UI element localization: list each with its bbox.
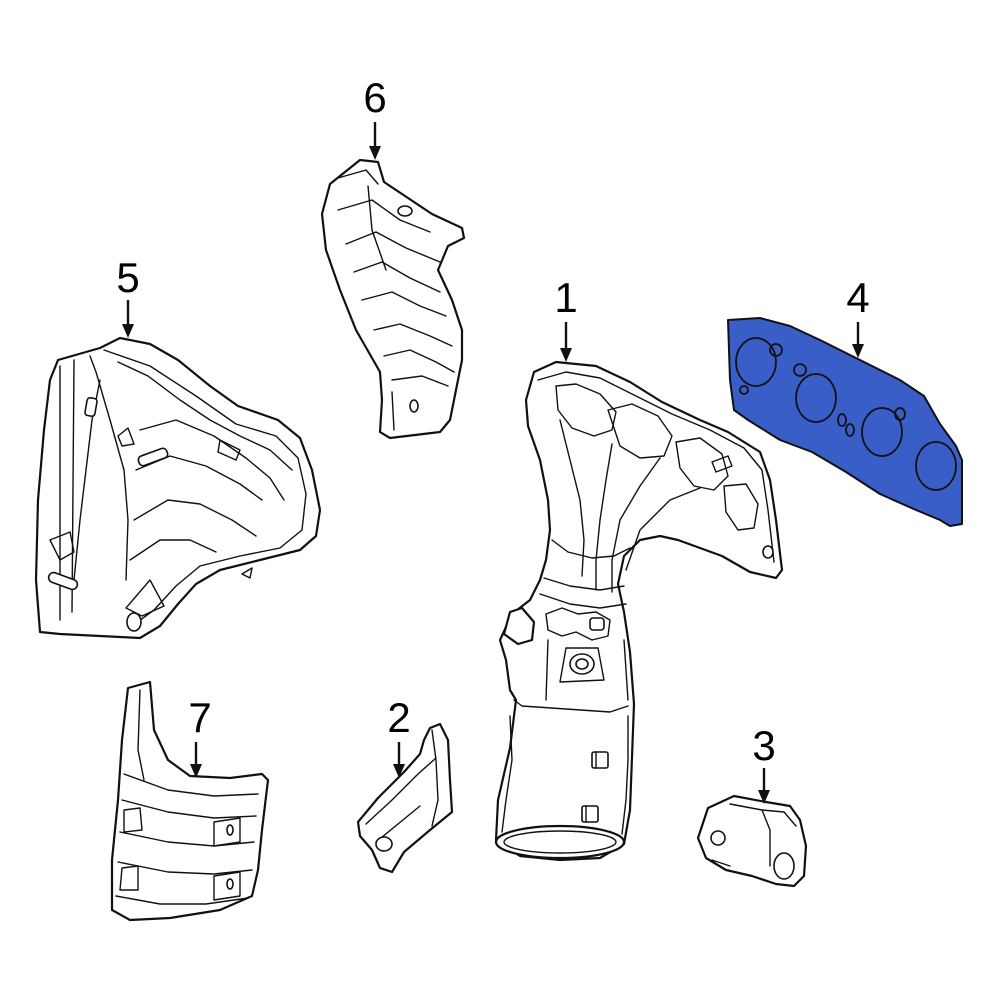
callout-6: 6 [363, 74, 386, 121]
callout-labels: 1 2 3 4 5 6 7 [116, 74, 869, 769]
part-7-lower-heat-shield [110, 680, 270, 922]
callout-arrows [122, 122, 864, 804]
part-1-exhaust-manifold [494, 360, 784, 862]
part-2-bracket [356, 722, 454, 874]
callout-4: 4 [846, 274, 869, 321]
part-6-heat-shield [320, 158, 466, 440]
callout-7: 7 [188, 694, 211, 741]
part-3-bracket [696, 794, 808, 888]
callout-5: 5 [116, 254, 139, 301]
callout-2: 2 [387, 694, 410, 741]
callout-1: 1 [554, 274, 577, 321]
callout-3: 3 [752, 722, 775, 769]
part-5-heat-shield [34, 336, 322, 640]
part-4-manifold-gasket [727, 317, 963, 527]
